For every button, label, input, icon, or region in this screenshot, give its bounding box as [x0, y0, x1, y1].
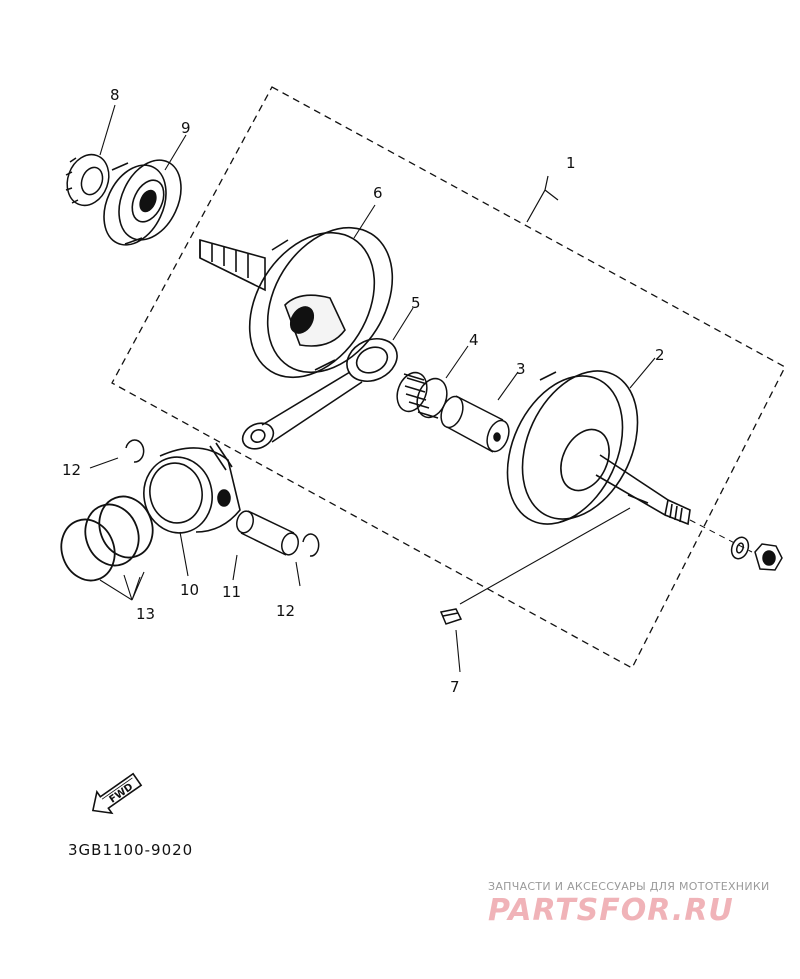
label-4: 4 — [469, 331, 479, 349]
label-13: 13 — [136, 605, 155, 623]
drawing-code: 3GB1100-9020 — [68, 841, 193, 859]
part-10-piston — [143, 442, 241, 534]
part-9-bearing — [103, 159, 182, 246]
label-7: 7 — [450, 678, 460, 696]
part-12-clip-upper — [125, 439, 145, 463]
part-3-crank-pin — [440, 395, 510, 453]
part-8-nut — [65, 153, 110, 207]
shaft-nut — [754, 543, 783, 571]
label-12-upper: 12 — [62, 461, 81, 479]
label-12-lower: 12 — [276, 602, 295, 620]
label-1: 1 — [566, 154, 576, 172]
label-9: 9 — [181, 119, 191, 137]
part-4-needle-bearing — [396, 371, 448, 419]
part-13-piston-rings — [60, 495, 154, 582]
assembly-boundary — [111, 86, 786, 669]
part-11-piston-pin — [236, 510, 299, 556]
part-12-clip-lower — [302, 533, 320, 557]
label-6: 6 — [373, 184, 383, 202]
part-2-crank-right — [506, 370, 691, 526]
part-5-connecting-rod — [241, 338, 398, 450]
label-11: 11 — [222, 583, 241, 601]
fwd-arrow-icon: FWD — [91, 772, 143, 815]
label-10: 10 — [180, 581, 199, 599]
label-2: 2 — [655, 346, 665, 364]
watermark-logo: PARTSFOR.RU — [488, 893, 734, 928]
label-8: 8 — [110, 86, 120, 104]
part-6-crank-left — [199, 226, 394, 379]
shaft-washer — [730, 536, 750, 560]
shaft-centerline — [689, 519, 753, 553]
label-3: 3 — [516, 360, 526, 378]
part-7-key — [439, 608, 463, 625]
watermark-tagline: ЗАПЧАСТИ И АКСЕССУАРЫ ДЛЯ МОТОТЕХНИКИ — [488, 880, 770, 893]
label-5: 5 — [411, 294, 421, 312]
leader-lines — [89, 104, 656, 673]
assembly-bracket — [526, 175, 559, 223]
